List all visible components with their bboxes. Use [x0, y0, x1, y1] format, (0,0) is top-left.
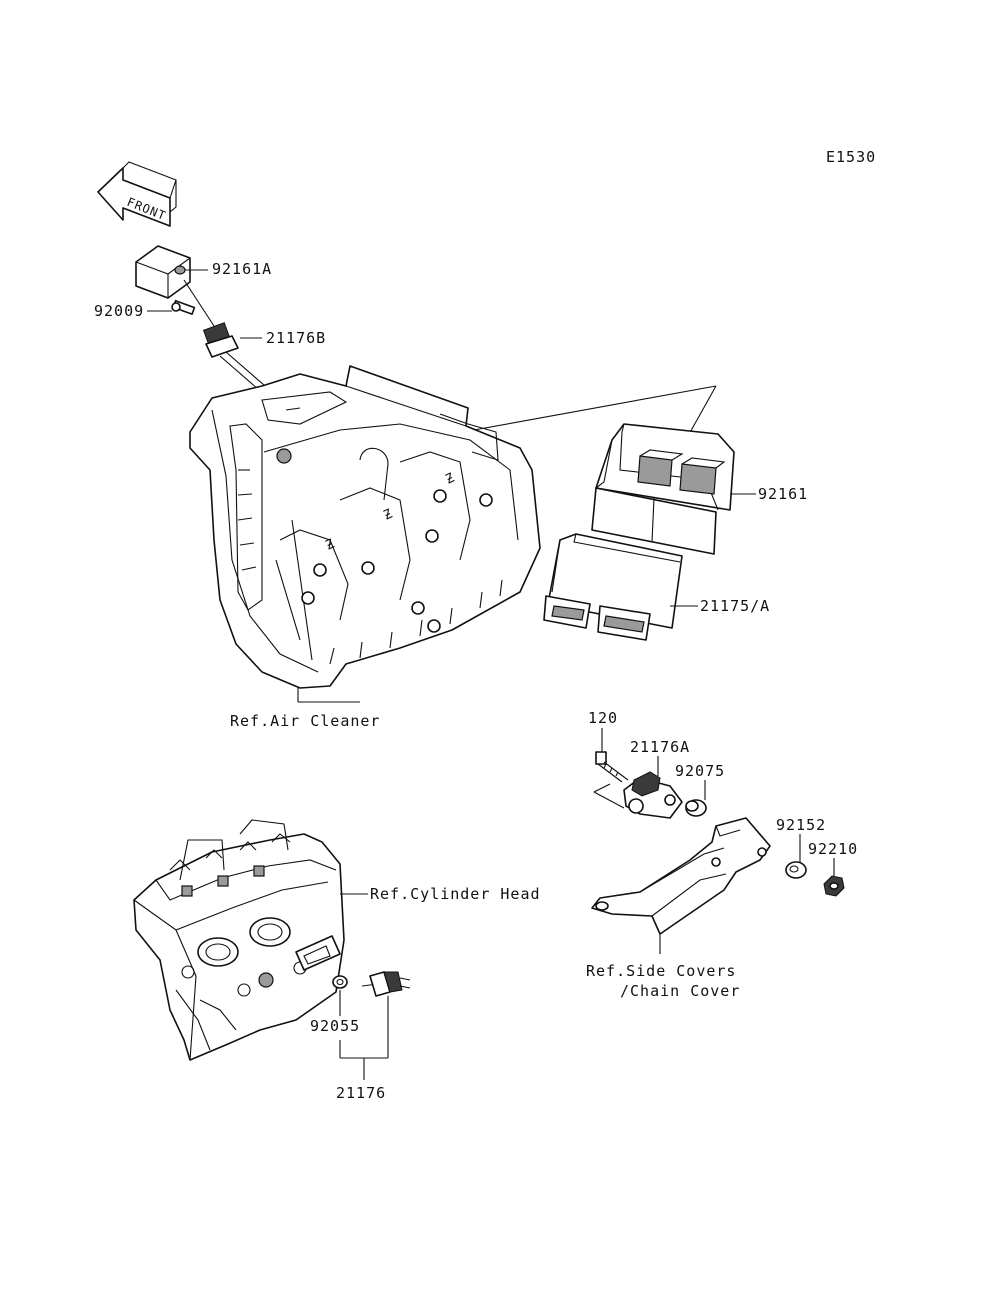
part-21176-sensor: [339, 971, 411, 1080]
label-92161A: 92161A: [212, 260, 272, 278]
label-120: 120: [588, 709, 618, 727]
label-92152: 92152: [776, 816, 826, 834]
air-cleaner-housing: Ƶ Ƶ Ƶ: [189, 365, 717, 703]
side-cover-bracket: [591, 817, 771, 954]
part-21175A-ecu: [543, 533, 698, 641]
label-92075: 92075: [675, 762, 725, 780]
label-92210: 92210: [808, 840, 858, 858]
part-92075-grommet: [685, 780, 707, 817]
label-92055: 92055: [310, 1017, 360, 1035]
part-21176B-sensor: [183, 279, 273, 397]
cylinder-head: [133, 819, 368, 1061]
label-92009: 92009: [94, 302, 144, 320]
part-92161-ecu-holder: [591, 423, 756, 555]
front-arrow-icon: FRONT: [97, 161, 177, 227]
label-ref-cylinder-head: Ref.Cylinder Head: [370, 885, 541, 903]
part-92161A-rubber-damper: [135, 245, 208, 299]
part-120-bolt: [595, 728, 629, 783]
label-21176B: 21176B: [266, 329, 326, 347]
label-ref-chain-cover: /Chain Cover: [620, 982, 740, 1000]
label-21175A: 21175/A: [700, 597, 770, 615]
part-92152-collar: [785, 834, 807, 879]
part-92210-nut: [823, 858, 845, 897]
part-92009-screw: [147, 299, 196, 315]
label-ref-air-cleaner: Ref.Air Cleaner: [230, 712, 380, 730]
part-21176A-sensor: [593, 756, 683, 819]
diagram-code: E1530: [826, 148, 876, 166]
part-92055-o-ring: [332, 975, 348, 1016]
label-21176: 21176: [336, 1084, 386, 1102]
label-92161: 92161: [758, 485, 808, 503]
label-21176A: 21176A: [630, 738, 690, 756]
label-ref-side-covers: Ref.Side Covers: [586, 962, 736, 980]
